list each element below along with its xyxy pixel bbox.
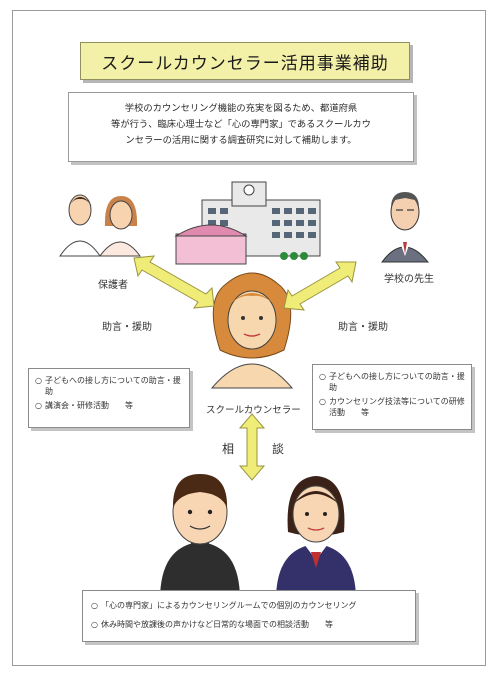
advice-right-label: 助言・援助 — [338, 322, 388, 333]
intro-line-1: 学校のカウンセリング機能の充実を図るため、都道府県 — [124, 103, 358, 114]
intro-text-box: 学校のカウンセリング機能の充実を図るため、都道府県 等が行う、臨床心理士など「心… — [68, 92, 414, 162]
boy-student-icon — [160, 474, 240, 600]
advice-left-label: 助言・援助 — [102, 322, 152, 333]
girl-student-icon — [276, 476, 356, 600]
arrow-teacher-counselor — [283, 261, 357, 311]
list-item: ○休み時間や放課後の声かけなど日常的な場面での相談活動 等 — [91, 620, 333, 629]
counselor-label: スクールカウンセラー — [206, 405, 301, 416]
list-item: ○講演会・研修活動 等 — [35, 401, 133, 410]
consult-label-1: 相 — [222, 442, 235, 456]
list-item: ○子どもへの接し方についての助言・援助 — [35, 376, 181, 396]
list-item: ○カウンセリング技法等についての研修活動 等 — [319, 397, 465, 417]
page-frame — [12, 10, 486, 666]
bottom-activity-box: ○「心の専門家」によるカウンセリングルームでの個別のカウンセリング ○休み時間や… — [82, 590, 416, 642]
list-item: ○子どもへの接し方についての助言・援助 — [319, 372, 465, 392]
guardian-label: 保護者 — [98, 280, 128, 291]
guardian-couple-icon — [59, 194, 141, 257]
school-building-icon — [174, 181, 321, 265]
page-title: スクールカウンセラー活用事業補助 — [80, 42, 410, 80]
counselor-icon — [210, 272, 294, 389]
left-advice-box: ○子どもへの接し方についての助言・援助 ○講演会・研修活動 等 — [28, 368, 190, 428]
teacher-icon — [381, 192, 430, 263]
intro-line-3: ンセラーの活用に関する調査研究に対して補助します。 — [125, 135, 357, 146]
right-advice-box: ○子どもへの接し方についての助言・援助 ○カウンセリング技法等についての研修活動… — [312, 364, 472, 430]
arrow-counselor-students — [238, 413, 266, 481]
teacher-label: 学校の先生 — [384, 274, 434, 285]
consult-label-2: 談 — [272, 442, 285, 456]
list-item: ○「心の専門家」によるカウンセリングルームでの個別のカウンセリング — [91, 601, 357, 610]
intro-line-2: 等が行う、臨床心理士など「心の専門家」であるスクールカウ — [111, 119, 371, 130]
arrow-guardian-counselor — [133, 255, 215, 309]
